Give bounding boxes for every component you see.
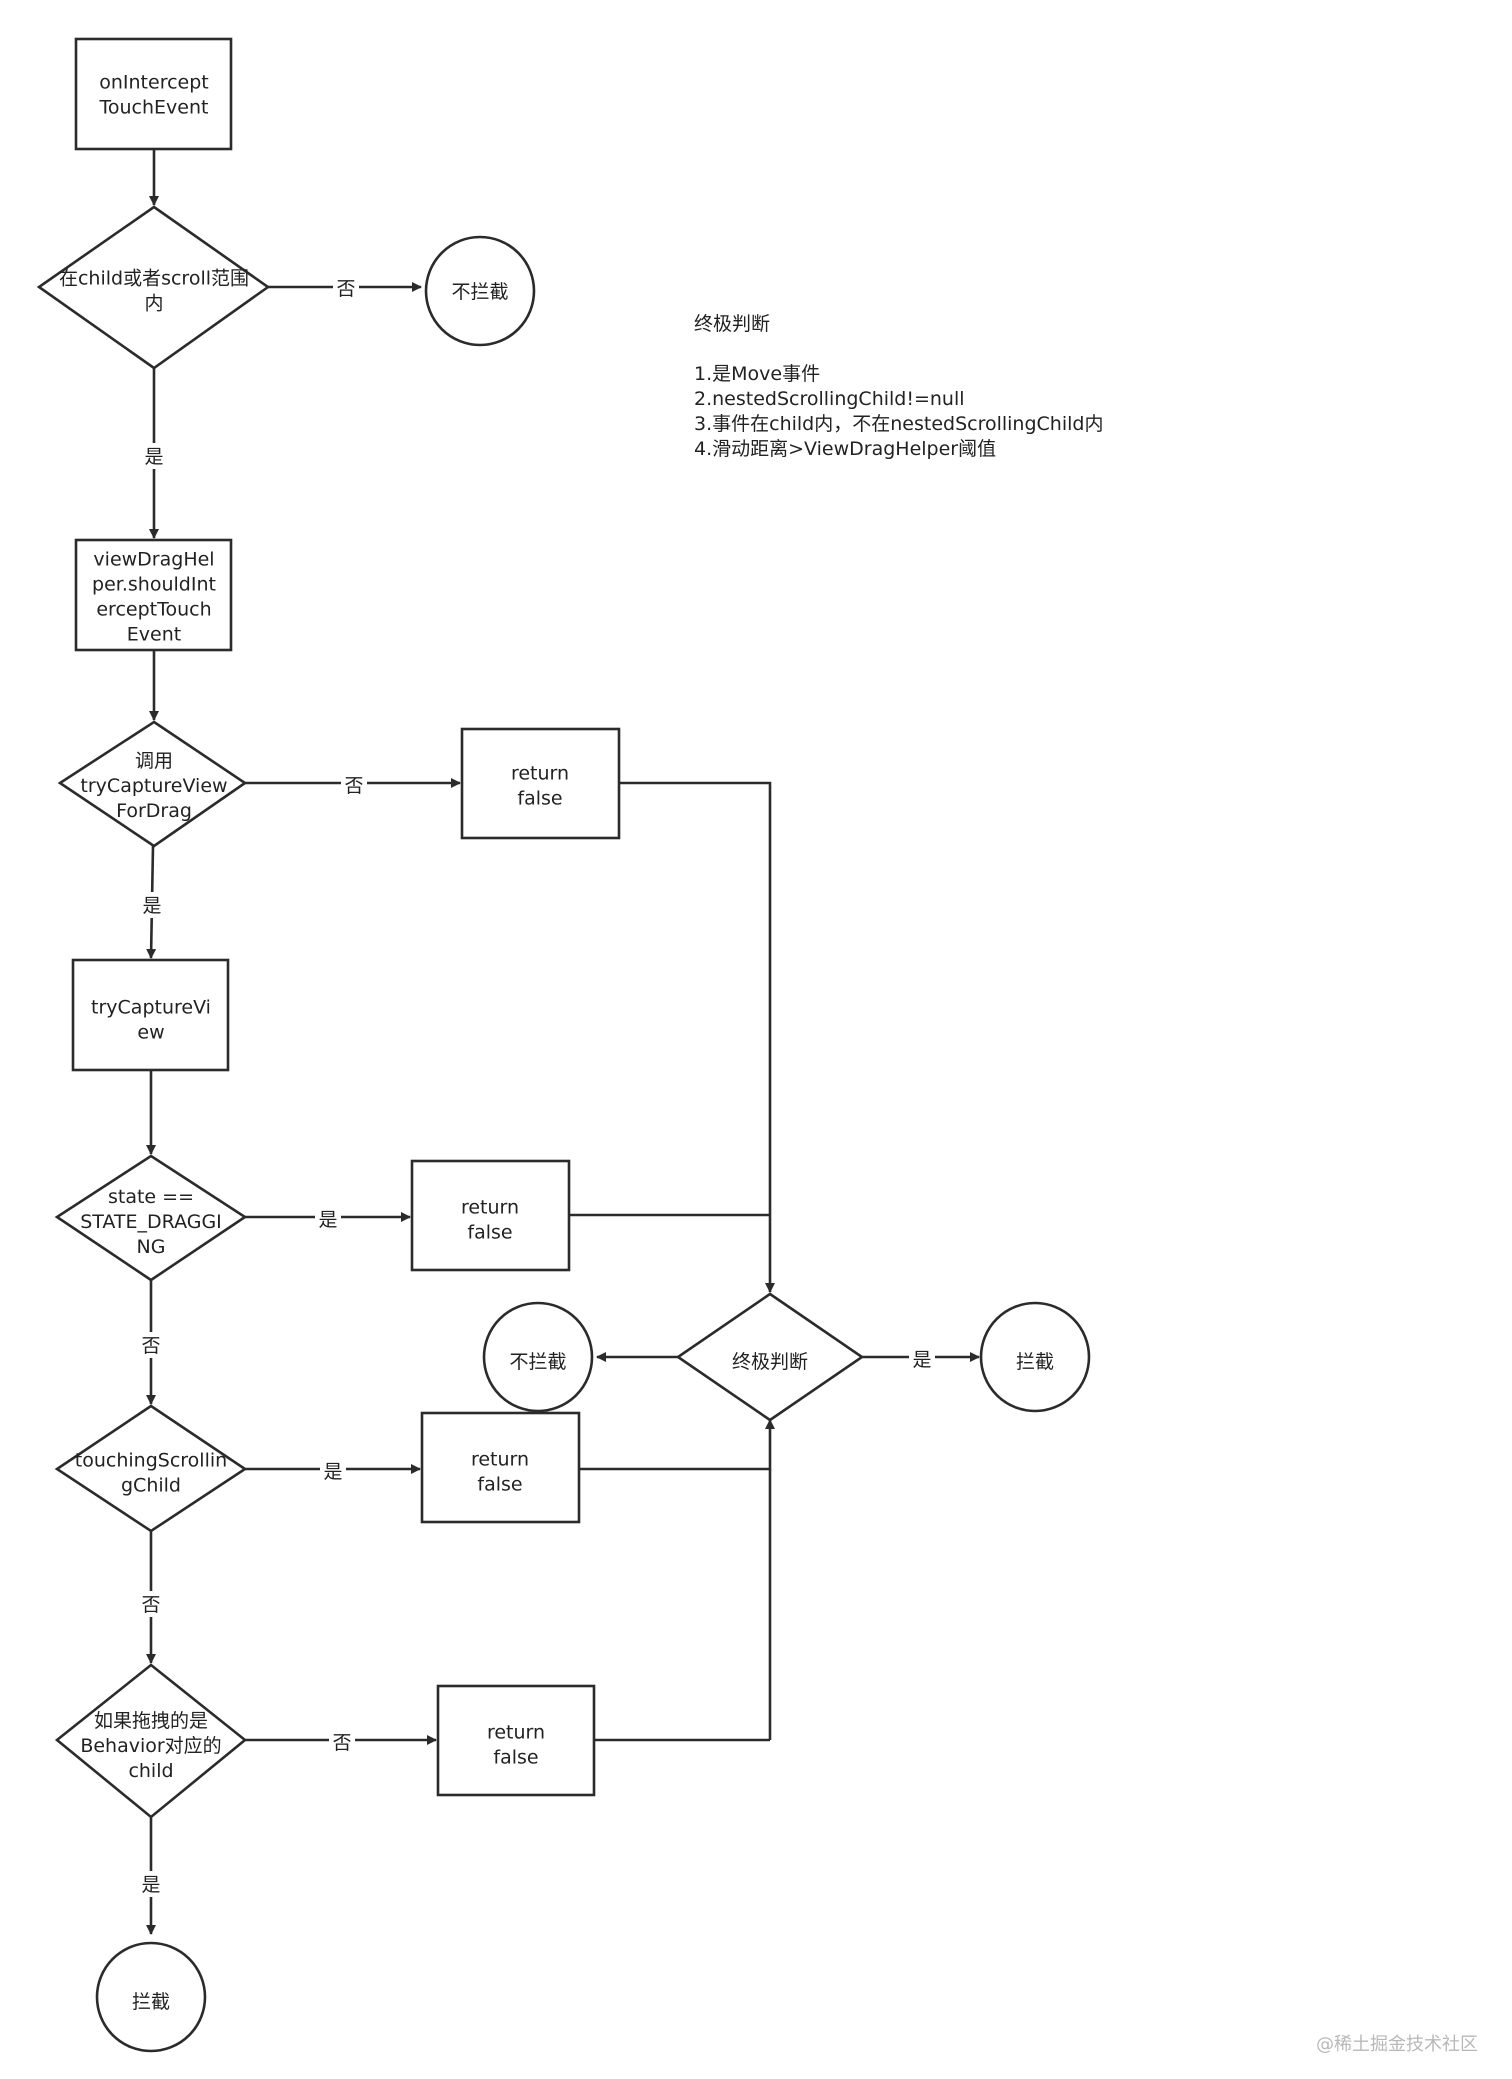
node-return-false-2-box [410, 1159, 571, 1272]
not-intercept-mid-line: 不拦截 [509, 1351, 566, 1373]
edge-label-final-yes: 是 [912, 1349, 931, 1371]
node-call-capture-diamond [57, 720, 248, 848]
in-range-line: 内 [144, 293, 163, 315]
should-intercept-line: Event [127, 624, 181, 646]
node-intercept-mid-circle [979, 1301, 1091, 1413]
node-behavior-diamond [54, 1663, 248, 1819]
node-intercept-bottom-circle [95, 1941, 207, 2053]
label-return-false-1: return false [511, 763, 569, 810]
on-intercept-line: onIntercept [99, 72, 209, 94]
note-title: 终极判断 [694, 313, 770, 335]
edge-return1-to-final [619, 781, 775, 1293]
behavior-child-line: Behavior对应的 [80, 1735, 221, 1757]
state-dragging-line: NG [137, 1236, 166, 1258]
return-false-4-line: return [487, 1722, 545, 1744]
node-return-false-4-box [436, 1684, 596, 1797]
on-intercept-line: TouchEvent [99, 97, 209, 119]
return-false-2-line: false [467, 1222, 512, 1244]
label-return-false-4: return false [487, 1722, 545, 1769]
node-try-capture-view-box [71, 958, 230, 1072]
return-false-1-line: return [511, 763, 569, 785]
node-not-intercept-top-circle [424, 235, 536, 347]
label-state-dragging: state == STATE_DRAGGI NG [80, 1186, 222, 1258]
edge-label-touching-yes: 是 [323, 1461, 342, 1483]
label-touching: touchingScrollin gChild [75, 1450, 227, 1497]
return-false-3-line: false [477, 1474, 522, 1496]
call-try-capture-line: ForDrag [116, 800, 192, 822]
edge-label-capture-no: 否 [344, 775, 363, 797]
label-in-range: 在child或者scroll范围内 [59, 268, 249, 315]
state-dragging-line: state == [108, 1186, 194, 1208]
node-state-dragging-diamond [54, 1154, 248, 1282]
in-range-line: 在child或者scroll范围 [59, 268, 249, 290]
state-dragging-line: STATE_DRAGGI [80, 1211, 222, 1233]
return-false-2-line: return [461, 1197, 519, 1219]
node-touching-diamond [54, 1404, 248, 1533]
note-item-1: 1.是Move事件 [694, 363, 820, 385]
node-not-intercept-mid-circle [482, 1301, 594, 1413]
behavior-child-line: child [128, 1760, 173, 1782]
final-judgement-line: 终极判断 [732, 1351, 808, 1373]
node-return-false-3-box [420, 1411, 581, 1524]
note-item-2: 2.nestedScrollingChild!=null [694, 388, 965, 410]
label-try-capture-view: tryCaptureVi ew [91, 997, 211, 1044]
node-in-range-diamond [36, 205, 271, 370]
node-should-intercept-box [74, 538, 233, 652]
edge-label-behavior-yes: 是 [141, 1874, 160, 1896]
label-intercept-bottom: 拦截 [132, 1991, 170, 2013]
return-false-3-line: return [471, 1449, 529, 1471]
note-block: 终极判断 1.是Move事件 2.nestedScrollingChild!=n… [694, 313, 1103, 460]
call-try-capture-line: 调用 [135, 750, 173, 772]
label-not-intercept-top: 不拦截 [451, 281, 508, 303]
touching-scrolling-line: gChild [121, 1475, 181, 1497]
should-intercept-line: erceptTouch [96, 599, 211, 621]
return-false-1-line: false [517, 788, 562, 810]
label-not-intercept-mid: 不拦截 [509, 1351, 566, 1373]
touching-scrolling-line: touchingScrollin [75, 1450, 227, 1472]
try-capture-view-line: tryCaptureVi [91, 997, 211, 1019]
label-behavior-child: 如果拖拽的是 Behavior对应的 child [80, 1710, 221, 1782]
return-false-4-line: false [493, 1747, 538, 1769]
edge-label-range-no: 否 [336, 278, 355, 300]
call-try-capture-line: tryCaptureView [80, 775, 227, 797]
note-item-4: 4.滑动距离>ViewDragHelper阈值 [694, 438, 996, 460]
label-final-judgement: 终极判断 [732, 1351, 808, 1373]
edge-labels: 否 是 否 是 是 否 是 是 否 否 是 [138, 275, 935, 1897]
shapes [36, 37, 1091, 2053]
node-on-intercept-box [74, 37, 233, 151]
edge-label-state-yes: 是 [318, 1209, 337, 1231]
edge-label-touching-no: 否 [141, 1594, 160, 1616]
node-final-judgement-diamond [675, 1292, 865, 1422]
behavior-child-line: 如果拖拽的是 [94, 1710, 208, 1732]
note-item-3: 3.事件在child内，不在nestedScrollingChild内 [694, 413, 1103, 435]
label-intercept-mid: 拦截 [1016, 1351, 1054, 1373]
label-return-false-3: return false [471, 1449, 529, 1496]
watermark: @稀土掘金技术社区 [1316, 2034, 1478, 2055]
edge-label-behavior-no: 否 [332, 1732, 351, 1754]
should-intercept-line: per.shouldInt [92, 574, 216, 596]
not-intercept-top-line: 不拦截 [451, 281, 508, 303]
node-return-false-1-box [460, 727, 621, 840]
try-capture-view-line: ew [137, 1022, 164, 1044]
edge-label-capture-yes: 是 [142, 895, 161, 917]
intercept-bottom-line: 拦截 [132, 1991, 170, 2013]
should-intercept-line: viewDragHel [93, 549, 214, 571]
edge-label-state-no: 否 [141, 1335, 160, 1357]
label-return-false-2: return false [461, 1197, 519, 1244]
edge-label-range-yes: 是 [144, 446, 163, 468]
edge-return3-to-final [579, 1419, 775, 1471]
intercept-mid-line: 拦截 [1016, 1351, 1054, 1373]
